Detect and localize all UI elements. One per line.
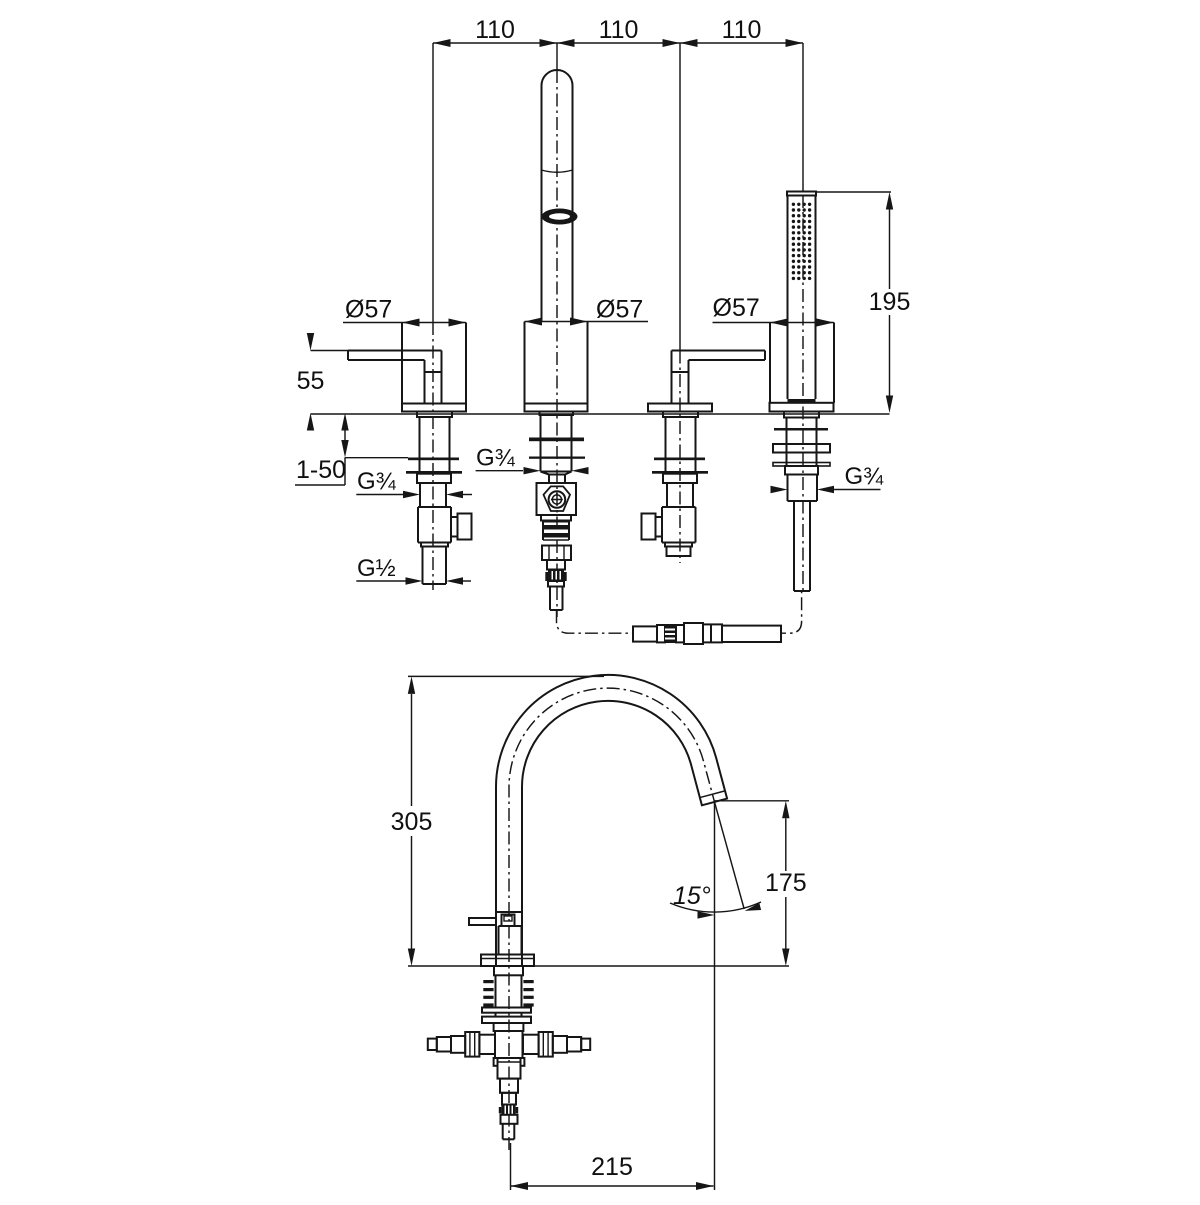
svg-text:110: 110 [599,16,639,44]
svg-text:110: 110 [722,16,762,44]
svg-text:Ø57: Ø57 [713,294,760,322]
svg-text:1-50: 1-50 [296,456,346,484]
svg-text:G½: G½ [357,555,396,582]
svg-text:215: 215 [591,1153,633,1181]
svg-text:15°: 15° [673,882,711,910]
svg-text:110: 110 [475,16,515,44]
svg-text:305: 305 [391,808,433,836]
svg-text:G¾: G¾ [476,445,516,472]
svg-text:175: 175 [765,869,807,897]
svg-text:Ø57: Ø57 [596,296,643,324]
svg-text:195: 195 [869,288,911,316]
svg-text:G¾: G¾ [357,468,397,495]
svg-text:55: 55 [297,367,325,395]
svg-text:Ø57: Ø57 [345,296,392,324]
svg-text:G¾: G¾ [845,463,885,490]
